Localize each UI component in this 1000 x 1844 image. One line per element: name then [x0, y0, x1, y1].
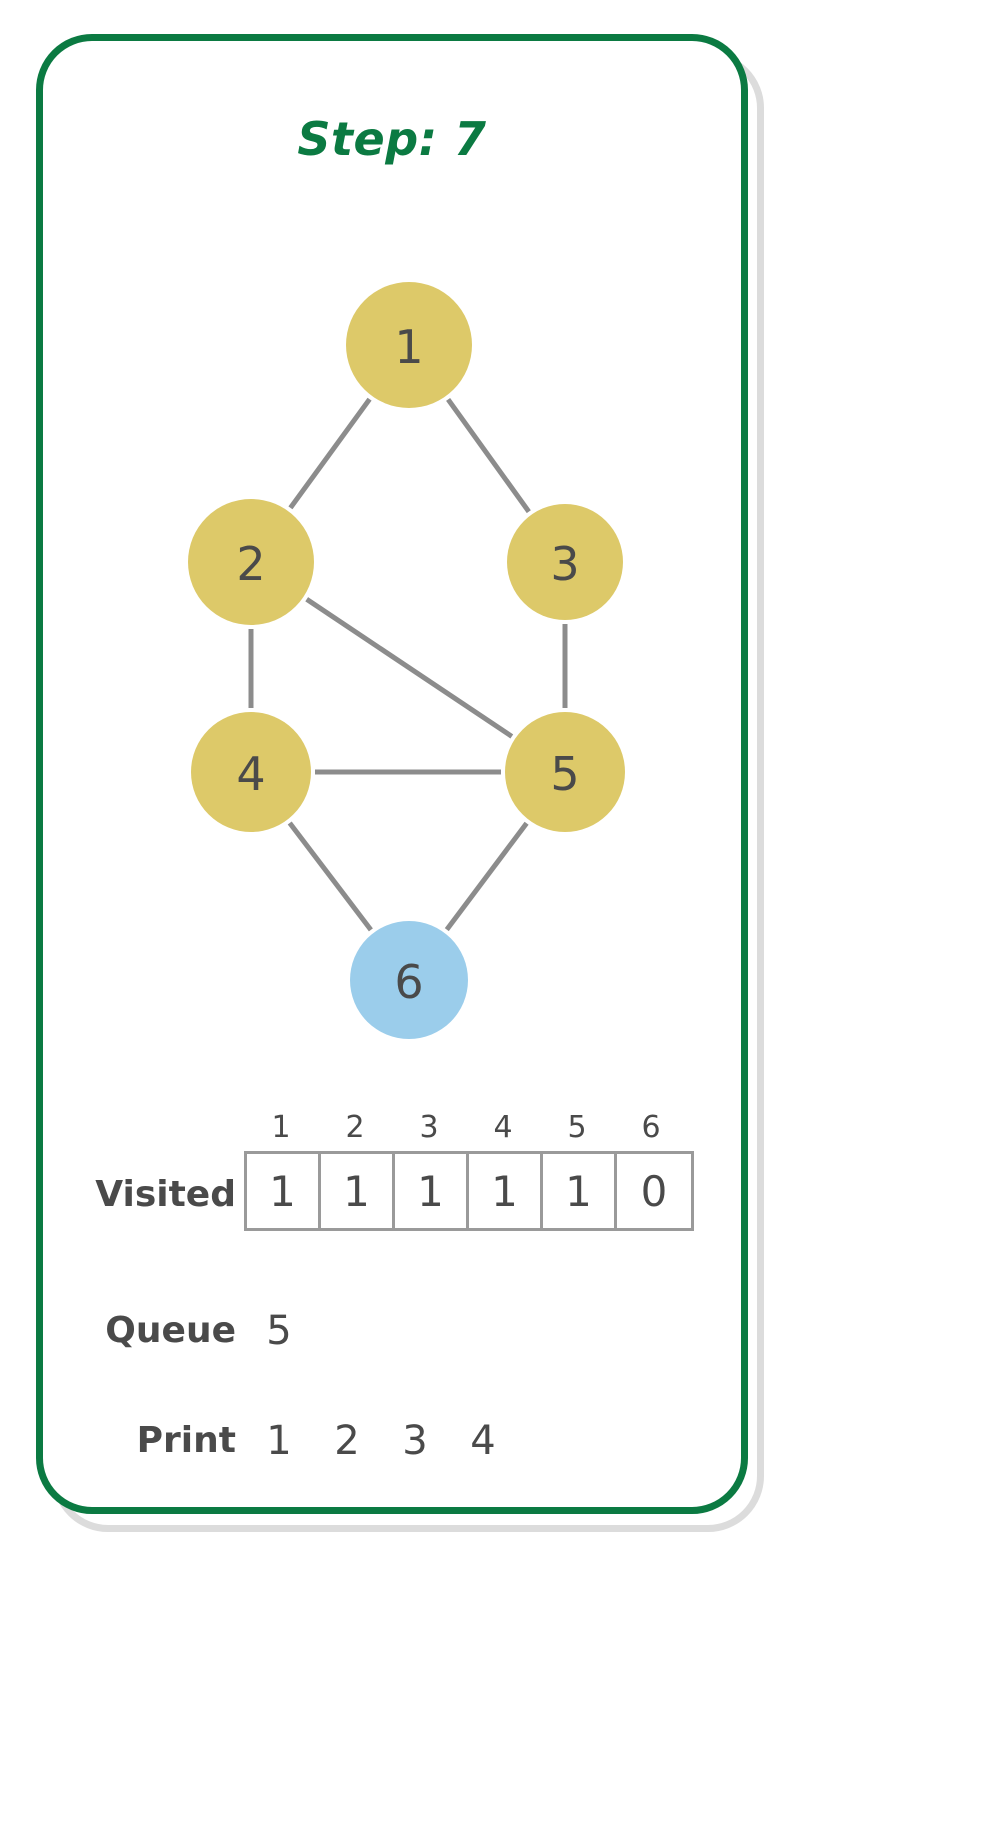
graph-edge-1-3 — [446, 397, 531, 514]
visited-column-header: 3 — [419, 1110, 439, 1145]
visited-column-header: 2 — [345, 1110, 365, 1145]
graph-edge-5-6 — [444, 821, 529, 932]
print-value: 1 — [266, 1418, 292, 1464]
graph-node-circle-6[interactable] — [350, 921, 468, 1039]
print-value: 4 — [470, 1418, 496, 1464]
visited-column-header: 5 — [567, 1110, 587, 1145]
visited-column-header: 6 — [641, 1110, 661, 1145]
visited-cell: 1 — [543, 1154, 617, 1228]
graph-edges — [248, 397, 568, 932]
visited-cell: 1 — [247, 1154, 321, 1228]
print-row-label: Print — [136, 1420, 236, 1461]
graph-node-label-3: 3 — [550, 537, 579, 591]
visited-cell: 0 — [640, 1166, 668, 1216]
queue-value: 5 — [266, 1308, 292, 1354]
graph-node-circle-1[interactable] — [346, 282, 472, 408]
graph-node-6[interactable]: 6 — [350, 921, 468, 1039]
visited-column-header: 4 — [493, 1110, 513, 1145]
visited-cell: 1 — [321, 1154, 395, 1228]
graph-node-5[interactable]: 5 — [505, 712, 625, 832]
graph-node-label-2: 2 — [236, 537, 265, 591]
visited-table-header: 1 2 3 4 5 6 — [244, 1110, 694, 1151]
graph-edge-4-6 — [287, 821, 373, 932]
page-title: Step: 7 — [297, 112, 487, 166]
graph-node-1[interactable]: 1 — [346, 282, 472, 408]
graph-node-circle-2[interactable] — [188, 499, 314, 625]
graph-node-label-5: 5 — [550, 747, 579, 801]
graph-canvas: 1 2 3 4 5 6 — [36, 230, 748, 1060]
graph-node-circle-5[interactable] — [505, 712, 625, 832]
graph-edge-1-2 — [288, 397, 372, 510]
graph-edge-2-5 — [305, 597, 514, 739]
graph-node-circle-4[interactable] — [191, 712, 311, 832]
graph-node-2[interactable]: 2 — [188, 499, 314, 625]
graph-node-4[interactable]: 4 — [191, 712, 311, 832]
graph-node-circle-3[interactable] — [507, 504, 623, 620]
queue-row-label: Queue — [105, 1310, 236, 1351]
graph-node-label-6: 6 — [394, 955, 423, 1009]
queue-values: 5 — [266, 1308, 292, 1354]
print-value: 3 — [402, 1418, 428, 1464]
visited-column-header: 1 — [271, 1110, 291, 1145]
visited-cell: 1 — [395, 1154, 469, 1228]
print-value: 2 — [334, 1418, 360, 1464]
graph-node-label-4: 4 — [236, 747, 265, 801]
graph-nodes: 1 2 3 4 5 6 — [188, 282, 625, 1039]
graph-node-3[interactable]: 3 — [507, 504, 623, 620]
graph-node-label-1: 1 — [394, 320, 423, 374]
visited-cell: 1 — [469, 1154, 543, 1228]
visited-row-label: Visited — [95, 1174, 236, 1215]
